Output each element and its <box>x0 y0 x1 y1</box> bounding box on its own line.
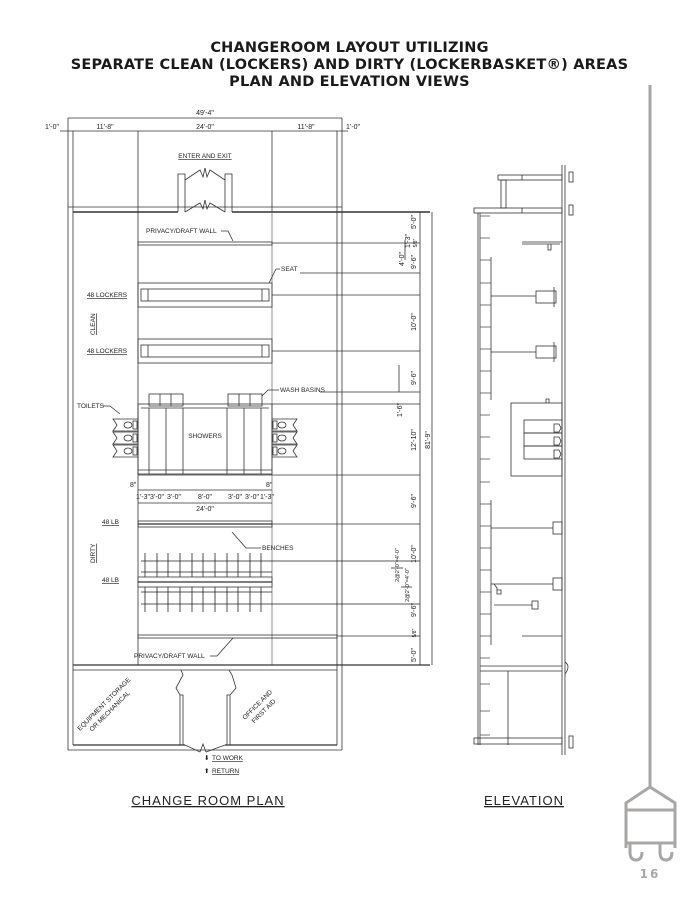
dim-shower-seg: 3'-0" <box>228 494 242 501</box>
shower-dimensions: 8" 8" 1'-3" 3'-0" 3'-0" 8'-0" 3'-0" 3'-0… <box>130 482 274 513</box>
dim-vertical: 4'-0" <box>399 252 406 266</box>
title-line-2: SEPARATE CLEAN (LOCKERS) AND DIRTY (LOCK… <box>70 57 629 73</box>
dim-shower-total: 24'-0" <box>196 506 214 513</box>
plan-caption: CHANGE ROOM PLAN <box>131 793 284 808</box>
dim-shower-seg: 3'-0" <box>150 494 164 501</box>
dim-vertical: 9'-6" <box>411 494 418 508</box>
dim-shower-seg: 3'-0" <box>245 494 259 501</box>
page-number: 16 <box>640 867 661 881</box>
arrow-up-icon: ⬆ <box>204 767 209 775</box>
label-lockers-2: 48 LOCKERS <box>87 348 128 355</box>
dim-vertical: 10'-0" <box>411 313 418 331</box>
label-enter-exit: ENTER AND EXIT <box>178 153 231 160</box>
dim-vertical: 5'-0" <box>411 215 418 229</box>
label-showers: SHOWERS <box>188 433 222 440</box>
label-privacy-wall-top: PRIVACY/DRAFT WALL <box>146 228 217 235</box>
dim-shower-offset-right: 8" <box>266 482 273 489</box>
label-seat: SEAT <box>281 266 298 273</box>
label-toilets: TOILETS <box>77 403 105 410</box>
label-benches: BENCHES <box>262 545 294 552</box>
dim-width-4: 11'-8" <box>297 124 315 131</box>
dim-vertical: 9'-6" <box>411 603 418 617</box>
label-privacy-wall-bottom: PRIVACY/DRAFT WALL <box>134 653 205 660</box>
page-title: CHANGEROOM LAYOUT UTILIZING SEPARATE CLE… <box>0 40 699 91</box>
dim-shower-seg: 3'-0" <box>167 494 181 501</box>
dim-shower-seg: 1'-3" <box>260 494 274 501</box>
bottom-rooms: EQUIPMENT STORAGE OR MECHANICAL OFFICE A… <box>76 669 278 753</box>
dim-shower-offset-left: 8" <box>130 482 137 489</box>
building-walls <box>67 118 430 751</box>
dim-shower-seg: 8'-0" <box>198 494 212 501</box>
title-line-1: CHANGEROOM LAYOUT UTILIZING <box>210 40 489 56</box>
toilet-icon <box>112 444 139 458</box>
title-line-3: PLAN AND ELEVATION VIEWS <box>229 74 470 90</box>
entry-doors: ENTER AND EXIT <box>177 153 233 213</box>
label-to-work: TO WORK <box>212 755 244 762</box>
toilet-icon <box>271 431 298 445</box>
dim-vertical: 9'-6" <box>411 255 418 269</box>
dim-vertical: 1'-3" <box>405 234 412 248</box>
label-equipment-storage: EQUIPMENT STORAGE <box>76 676 132 732</box>
dim-vertical: 5'-0" <box>411 648 418 662</box>
toilet-icon <box>271 444 298 458</box>
change-room-plan: 49'-4" 1'-0" 11'-8" 24'-0" 11'-8" 1'-0" <box>45 110 433 808</box>
dim-vertical: 10'-0" <box>411 545 418 563</box>
arrow-down-icon: ⬇ <box>204 754 209 762</box>
dim-vertical-overall: 81'-9" <box>425 431 432 449</box>
elevation-view: ELEVATION <box>473 165 574 808</box>
width-dimensions: 49'-4" 1'-0" 11'-8" 24'-0" 11'-8" 1'-0" <box>45 110 360 132</box>
dim-vertical: 5/8" <box>412 628 418 637</box>
dim-vertical: 12'-10" <box>411 429 418 451</box>
label-wash-basins: WASH BASINS <box>280 387 326 394</box>
dim-width-5: 1'-0" <box>346 124 360 131</box>
dim-width-3: 24'-0" <box>196 124 214 131</box>
toilet-icon <box>112 431 139 445</box>
label-return: RETURN <box>212 768 239 775</box>
traffic-flow: ⬇ TO WORK ⬆ RETURN <box>204 754 244 775</box>
basket-hook-icon <box>624 85 677 862</box>
dim-vertical: 5/8" <box>413 238 419 247</box>
elevation-caption: ELEVATION <box>484 793 564 808</box>
dim-width-2: 11'-8" <box>96 124 114 131</box>
dirty-area: 48 LB BENCHES 48 LB DIRTY <box>90 519 420 612</box>
toilet-icon <box>271 418 298 432</box>
toilets: TOILETS <box>77 403 298 458</box>
privacy-wall-bottom: PRIVACY/DRAFT WALL <box>134 634 420 660</box>
dim-width-1: 1'-0" <box>45 124 59 131</box>
dim-vertical: 2@2'-0"=4'-0" <box>395 548 401 582</box>
dim-vertical: 2@2'-0"=4'-0" <box>405 568 411 602</box>
label-lb-1: 48 LB <box>102 519 119 526</box>
locker-row-2: 48 LOCKERS <box>87 338 420 364</box>
dim-overall-width: 49'-4" <box>196 110 214 117</box>
dim-vertical: 9'-6" <box>411 371 418 385</box>
dim-shower-seg: 1'-3" <box>136 494 150 501</box>
label-lockers-1: 48 LOCKERS <box>87 292 128 299</box>
label-lb-2: 48 LB <box>102 577 119 584</box>
locker-row-1: 48 LOCKERS SEAT <box>87 266 420 308</box>
label-dirty-area: DIRTY <box>90 543 97 563</box>
toilet-icon <box>112 418 139 432</box>
privacy-wall-top: PRIVACY/DRAFT WALL <box>137 228 420 246</box>
vertical-dimensions: 5'-0" 1'-3" 5/8" 4'-0" 9'-6" 10'-0" 9'-6… <box>391 212 433 665</box>
dim-vertical: 1'-6" <box>397 403 404 417</box>
label-clean-area: CLEAN <box>90 313 97 335</box>
